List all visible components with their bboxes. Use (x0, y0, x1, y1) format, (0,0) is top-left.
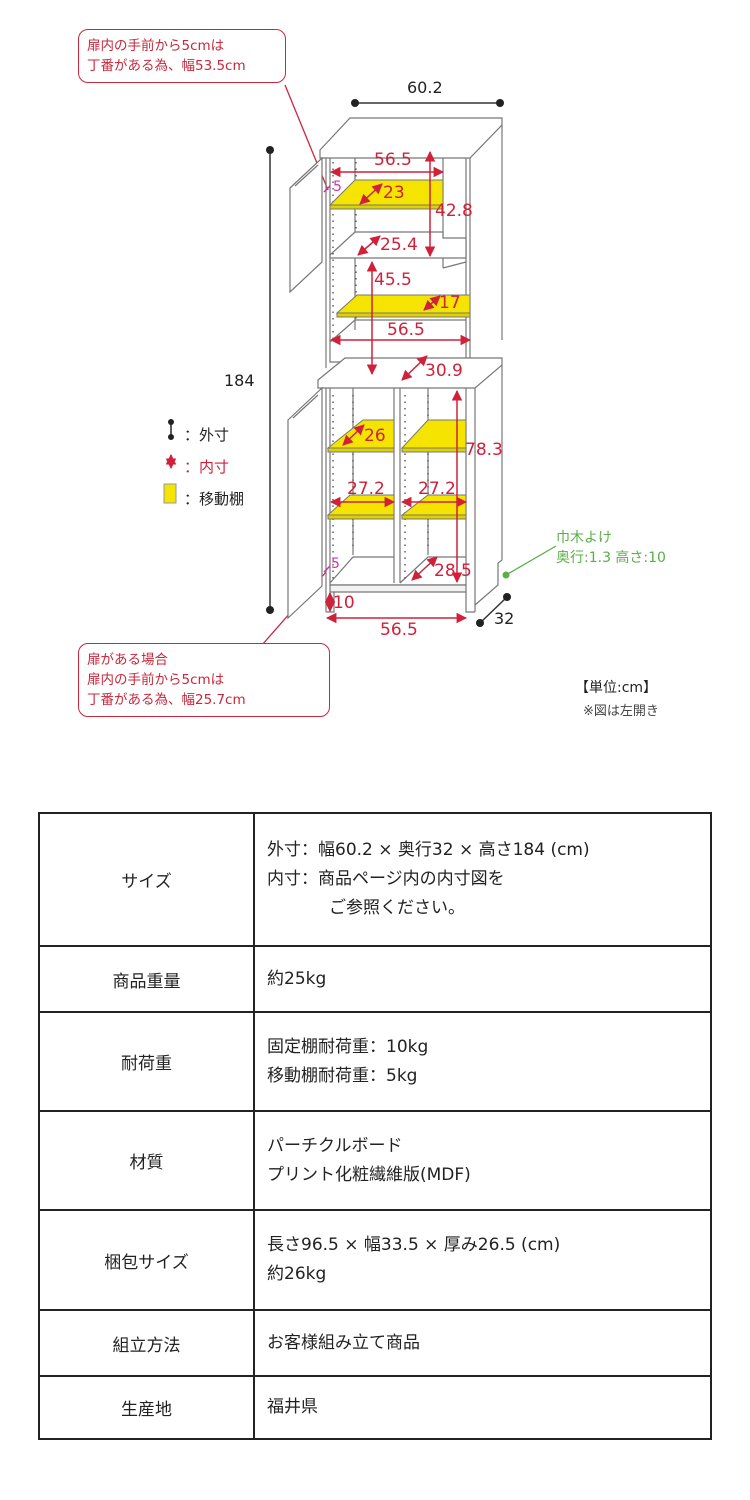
cabinet-drawing (163, 84, 557, 646)
row-key: 生産地 (38, 1375, 255, 1440)
table-row-load-capacity: 耐荷重 固定棚耐荷重：10kg 移動棚耐荷重：5kg (38, 1011, 712, 1112)
row-value: 固定棚耐荷重：10kg 移動棚耐荷重：5kg (253, 1011, 712, 1112)
legend-item-outer: ：外寸 (184, 425, 230, 444)
inner-lower-right-width-label: 27.2 (418, 479, 456, 499)
row-value: パーチクルボード プリント化粧繊維版(MDF) (253, 1110, 712, 1211)
inner-top-shelf-depth-label: 23 (383, 183, 405, 203)
callout-top-hinge-note: 扉内の手前から5cmは 丁番がある為、幅53.5cm (78, 29, 286, 83)
unit-label: 【単位:cm】 (575, 680, 658, 696)
row-value: 長さ96.5 × 幅33.5 × 厚み26.5 (cm) 約26kg (253, 1209, 712, 1311)
table-row-origin: 生産地 福井県 (38, 1375, 712, 1440)
spec-table: サイズ 外寸：幅60.2 × 奥行32 × 高さ184 (cm) 内寸：商品ペー… (38, 812, 712, 1440)
outer-width-label: 60.2 (407, 78, 443, 97)
inner-counter-depth-label: 30.9 (425, 361, 463, 381)
row-value: お客様組み立て商品 (253, 1309, 712, 1377)
row-value: 福井県 (253, 1375, 712, 1440)
inner-lower-shelf-depth-label: 26 (364, 426, 386, 446)
inner-middle-width-label: 56.5 (387, 320, 425, 340)
dimension-diagram: 扉内の手前から5cmは 丁番がある為、幅53.5cm 扉がある場合 扉内の手前か… (78, 29, 666, 724)
outer-height-label: 184 (224, 371, 255, 390)
inner-upper-floor-depth-label: 25.4 (380, 235, 418, 255)
orientation-note: ※図は左開き (583, 704, 659, 719)
row-key: 商品重量 (38, 945, 255, 1013)
row-value: 外寸：幅60.2 × 奥行32 × 高さ184 (cm) 内寸：商品ページ内の内… (253, 812, 712, 947)
unit-note: 【単位:cm】 ※図は左開き (575, 676, 659, 724)
inner-bottom-width-label: 56.5 (380, 620, 418, 640)
inner-top-height-label: 42.8 (435, 201, 473, 221)
row-key: 耐荷重 (38, 1011, 255, 1112)
outer-depth-label: 32 (494, 609, 515, 628)
table-row-size: サイズ 外寸：幅60.2 × 奥行32 × 高さ184 (cm) 内寸：商品ペー… (38, 812, 712, 947)
inner-plinth-height-label: 10 (333, 593, 355, 613)
baseboard-clearance-note: 巾木よけ 奥行:1.3 高さ:10 (556, 530, 666, 566)
row-key: 材質 (38, 1110, 255, 1211)
inner-lower-hinge-label: 5 (331, 556, 340, 572)
inner-top-width-label: 56.5 (374, 150, 412, 170)
table-row-weight: 商品重量 約25kg (38, 945, 712, 1013)
row-value: 約25kg (253, 945, 712, 1013)
inner-top-hinge-label: 5 (333, 179, 342, 195)
table-row-package-size: 梱包サイズ 長さ96.5 × 幅33.5 × 厚み26.5 (cm) 約26kg (38, 1209, 712, 1311)
row-key: サイズ (38, 812, 255, 947)
legend-item-movable-shelf: ：移動棚 (184, 489, 245, 508)
row-key: 梱包サイズ (38, 1209, 255, 1311)
inner-middle-shelf-depth-label: 17 (439, 293, 461, 313)
inner-lower-height-label: 78.3 (465, 440, 503, 460)
legend: ：外寸 ：内寸 ：移動棚 (160, 418, 244, 514)
inner-lower-floor-depth-label: 28.5 (434, 561, 472, 581)
table-row-assembly: 組立方法 お客様組み立て商品 (38, 1309, 712, 1377)
movable-shelf-icon (163, 483, 177, 504)
outer-dimension-icon (168, 419, 174, 440)
row-key: 組立方法 (38, 1309, 255, 1377)
inner-middle-height-label: 45.5 (374, 270, 412, 290)
legend-item-inner: ：内寸 (184, 457, 230, 476)
callout-bottom-hinge-note: 扉がある場合 扉内の手前から5cmは 丁番がある為、幅25.7cm (78, 643, 330, 717)
inner-lower-left-width-label: 27.2 (347, 479, 385, 499)
table-row-material: 材質 パーチクルボード プリント化粧繊維版(MDF) (38, 1110, 712, 1211)
